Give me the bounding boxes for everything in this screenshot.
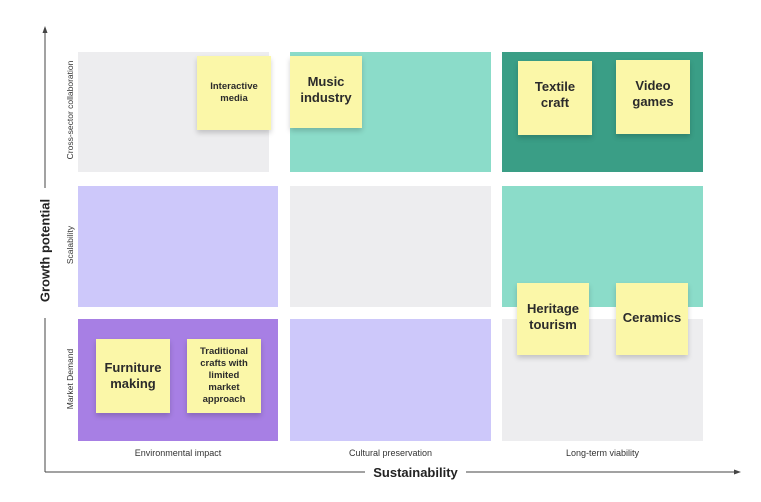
y-axis-title: Growth potential — [37, 198, 53, 303]
sticky-note-ceramics[interactable]: Ceramics — [616, 283, 688, 355]
col-label-cultural: Cultural preservation — [348, 448, 433, 458]
col-label-longterm: Long-term viability — [565, 448, 640, 458]
sticky-note-heritage-tourism[interactable]: Heritage tourism — [517, 283, 589, 355]
row-label-scalability: Scalability — [65, 225, 75, 265]
row-label-cross-sector: Cross-sector collaboration — [65, 60, 75, 160]
sticky-note-furniture-making[interactable]: Furniture making — [96, 339, 170, 413]
row-label-market-demand: Market Demand — [65, 348, 75, 410]
cell-r2-c2 — [290, 186, 491, 307]
col-label-environmental: Environmental impact — [134, 448, 222, 458]
sticky-note-textile-craft[interactable]: Textile craft — [518, 61, 592, 135]
sticky-note-music-industry[interactable]: Music industry — [290, 56, 362, 128]
sticky-note-video-games[interactable]: Video games — [616, 60, 690, 134]
sticky-note-interactive-media[interactable]: Interactive media — [197, 56, 271, 130]
cell-r2-c1 — [78, 186, 278, 307]
x-axis-title: Sustainability — [373, 465, 458, 480]
cell-r3-c2 — [290, 319, 491, 441]
sticky-note-traditional-crafts[interactable]: Traditional crafts with limited market a… — [187, 339, 261, 413]
